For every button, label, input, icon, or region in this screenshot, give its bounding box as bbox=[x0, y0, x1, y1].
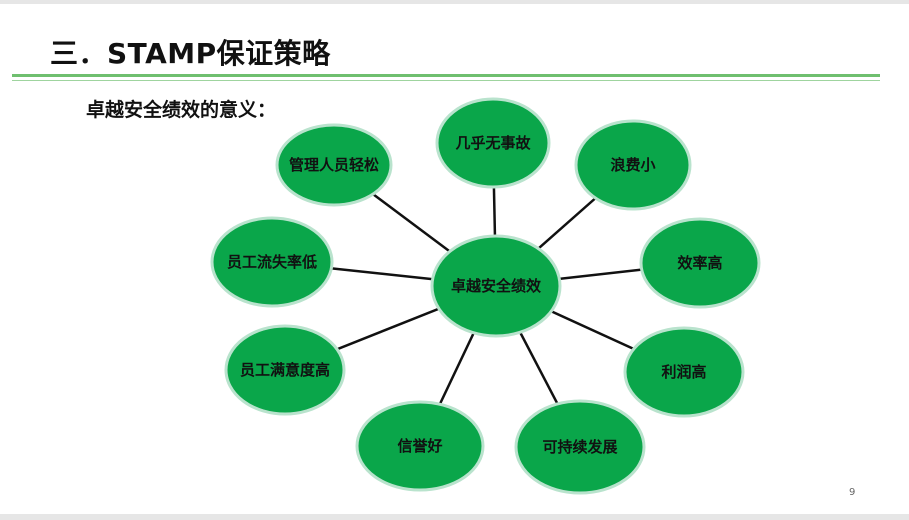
node-label: 利润高 bbox=[661, 363, 706, 381]
node-label: 员工满意度高 bbox=[240, 361, 330, 379]
page-number: 9 bbox=[849, 487, 856, 498]
center-node: 卓越安全绩效 bbox=[430, 234, 562, 338]
node-management-ease: 管理人员轻松 bbox=[275, 123, 393, 207]
node-label: 可持续发展 bbox=[542, 438, 617, 456]
node-label: 管理人员轻松 bbox=[289, 156, 379, 174]
node-good-reputation: 信誉好 bbox=[355, 400, 485, 492]
slide-subtitle: 卓越安全绩效的意义： bbox=[86, 99, 277, 121]
node-low-waste: 浪费小 bbox=[574, 119, 692, 211]
node-high-profit: 利润高 bbox=[623, 326, 745, 418]
slide-top-border bbox=[0, 0, 909, 4]
node-label: 几乎无事故 bbox=[455, 134, 531, 152]
title-underline bbox=[12, 74, 880, 77]
node-few-accidents: 几乎无事故 bbox=[435, 97, 551, 189]
node-employee-satisfaction: 员工满意度高 bbox=[224, 324, 346, 416]
slide-title: 三．STAMP保证策略 bbox=[50, 37, 331, 70]
node-high-efficiency: 效率高 bbox=[639, 217, 761, 309]
node-label: 员工流失率低 bbox=[227, 253, 317, 271]
center-node-label: 卓越安全绩效 bbox=[451, 277, 542, 295]
title-underline-thin bbox=[12, 80, 880, 81]
slide-bottom-border bbox=[0, 514, 909, 520]
node-label: 浪费小 bbox=[610, 156, 655, 174]
node-sustainable-development: 可持续发展 bbox=[514, 399, 646, 495]
node-low-turnover: 员工流失率低 bbox=[210, 216, 334, 308]
node-label: 效率高 bbox=[677, 254, 722, 272]
node-label: 信誉好 bbox=[397, 437, 442, 455]
